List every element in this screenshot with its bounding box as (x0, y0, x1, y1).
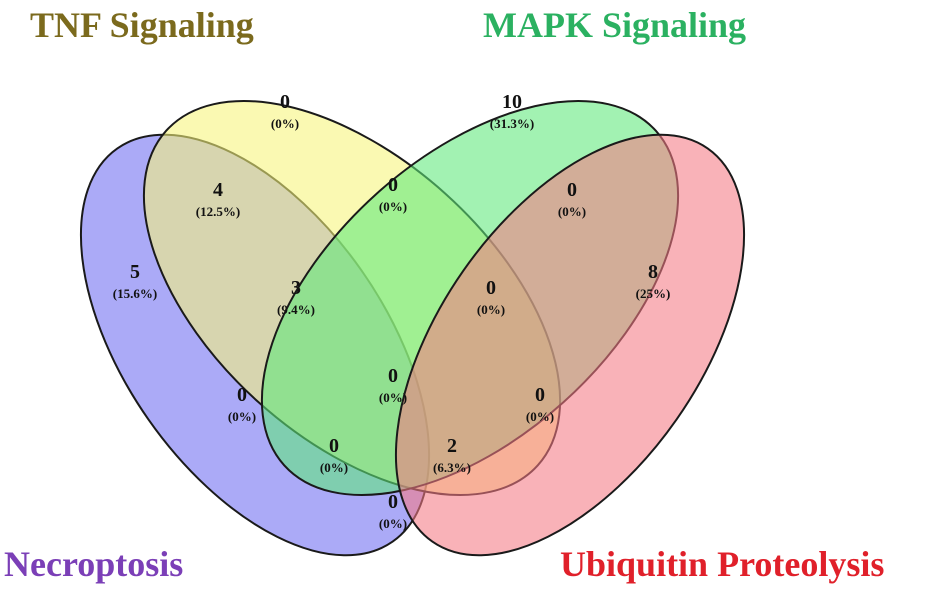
region-percent: (0%) (558, 204, 586, 219)
region-mapk-only: 10 (31.3%) (490, 91, 534, 131)
region-count: 0 (388, 174, 398, 196)
region-tnf-mapk: 0 (0%) (379, 174, 407, 214)
region-percent: (0%) (320, 460, 348, 475)
title-mapk: MAPK Signaling (483, 5, 746, 45)
region-percent: (6.3%) (433, 460, 471, 475)
region-percent: (12.5%) (196, 204, 240, 219)
region-necroptosis-ubiquitin: 0 (0%) (379, 491, 407, 531)
region-percent: (0%) (379, 390, 407, 405)
region-all-four: 0 (0%) (379, 365, 407, 405)
region-count: 0 (280, 91, 290, 113)
region-necroptosis-tnf-mapk: 3 (9.4%) (277, 277, 315, 317)
region-count: 4 (213, 179, 223, 201)
ellipse-ubiquitin (394, 133, 746, 557)
region-percent: (0%) (379, 199, 407, 214)
region-count: 10 (502, 91, 522, 113)
region-percent: (9.4%) (277, 302, 315, 317)
region-necroptosis-mapk: 0 (0%) (228, 384, 256, 424)
title-tnf: TNF Signaling (30, 5, 254, 45)
region-count: 3 (291, 277, 301, 299)
region-percent: (15.6%) (113, 286, 157, 301)
region-percent: (0%) (379, 516, 407, 531)
region-count: 8 (648, 261, 658, 283)
region-percent: (0%) (271, 116, 299, 131)
region-percent: (0%) (477, 302, 505, 317)
region-ubiquitin-only: 8 (25%) (636, 261, 671, 301)
region-tnf-ubiquitin: 0 (0%) (526, 384, 554, 424)
region-count: 5 (130, 261, 140, 283)
region-percent: (0%) (526, 409, 554, 424)
region-necroptosis-only: 5 (15.6%) (113, 261, 157, 301)
region-count: 0 (535, 384, 545, 406)
venn-ellipses (79, 100, 746, 557)
region-tnf-only: 0 (0%) (271, 91, 299, 131)
region-mapk-ubiquitin: 0 (0%) (558, 179, 586, 219)
region-necroptosis-mapk-ubiquitin: 0 (0%) (320, 435, 348, 475)
region-percent: (25%) (636, 286, 671, 301)
region-count: 0 (237, 384, 247, 406)
region-percent: (0%) (228, 409, 256, 424)
region-necroptosis-tnf: 4 (12.5%) (196, 179, 240, 219)
region-count: 0 (329, 435, 339, 457)
region-tnf-mapk-ubiquitin: 0 (0%) (477, 277, 505, 317)
region-count: 0 (388, 491, 398, 513)
title-ubiquitin: Ubiquitin Proteolysis (560, 544, 884, 584)
region-count: 0 (388, 365, 398, 387)
region-percent: (31.3%) (490, 116, 534, 131)
title-necroptosis: Necroptosis (4, 544, 183, 584)
region-count: 0 (486, 277, 496, 299)
region-necroptosis-tnf-ubiquitin: 2 (6.3%) (433, 435, 471, 475)
region-count: 2 (447, 435, 457, 457)
region-count: 0 (567, 179, 577, 201)
